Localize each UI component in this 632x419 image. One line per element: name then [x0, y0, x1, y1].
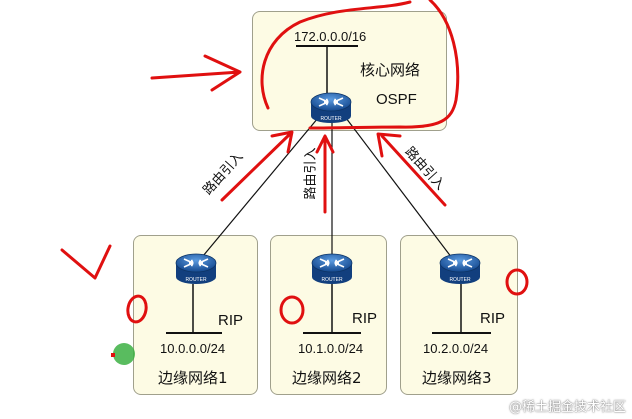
core-network-name: 核心网络 [360, 61, 421, 79]
edge-network-address-1: 10.0.0.0/24 [160, 341, 226, 356]
edge-network-address-3: 10.2.0.0/24 [423, 341, 489, 356]
edge-protocol-1: RIP [218, 312, 244, 329]
edge-router-label-3: ROUTER [449, 277, 471, 283]
red-annotations [60, 0, 529, 325]
arrow-annotation-edge [60, 244, 112, 280]
link-label-2: 路由引入 [303, 147, 319, 200]
edge-router-icon-3: ROUTER [439, 253, 481, 285]
edge-lans [166, 284, 491, 334]
edge-protocol-2: RIP [352, 310, 378, 327]
core-router-icon: ROUTER [310, 92, 352, 124]
link-line-1 [197, 117, 319, 263]
edge-router-label-1: ROUTER [185, 277, 207, 283]
core-network-address: 172.0.0.0/16 [294, 29, 367, 44]
edge-network-name-3: 边缘网络3 [422, 369, 492, 387]
edge-network-address-2: 10.1.0.0/24 [298, 341, 364, 356]
arrow-annotation-core [150, 54, 242, 92]
edge-network-name-2: 边缘网络2 [292, 369, 362, 387]
edge-arrow-annotation-1 [220, 130, 294, 202]
edge-mark-annotation-1 [126, 294, 148, 324]
edge-network-box-3 [400, 235, 518, 395]
edge-network-name-1: 边缘网络1 [158, 369, 228, 387]
edge-router-label-2: ROUTER [321, 277, 343, 283]
edge-mark-annotation-3 [505, 268, 529, 296]
green-dot-annotation [113, 343, 135, 365]
watermark: @稀土掘金技术社区 [508, 400, 626, 415]
edge-router-icon-2: ROUTER [311, 253, 353, 285]
red-mark-annotation [111, 353, 115, 357]
edge-protocol-3: RIP [480, 310, 506, 327]
core-circle-annotation [260, 0, 460, 130]
edge-mark-annotation-2 [279, 295, 305, 325]
link-line-3 [345, 117, 456, 263]
edge-router-icon-1: ROUTER [175, 253, 217, 285]
core-lan [296, 45, 358, 94]
core-protocol: OSPF [376, 91, 417, 108]
edge-arrow-annotation-3 [376, 132, 447, 207]
network-links [197, 117, 456, 263]
core-router-label: ROUTER [320, 116, 342, 122]
edge-arrow-annotation-2 [315, 134, 335, 214]
